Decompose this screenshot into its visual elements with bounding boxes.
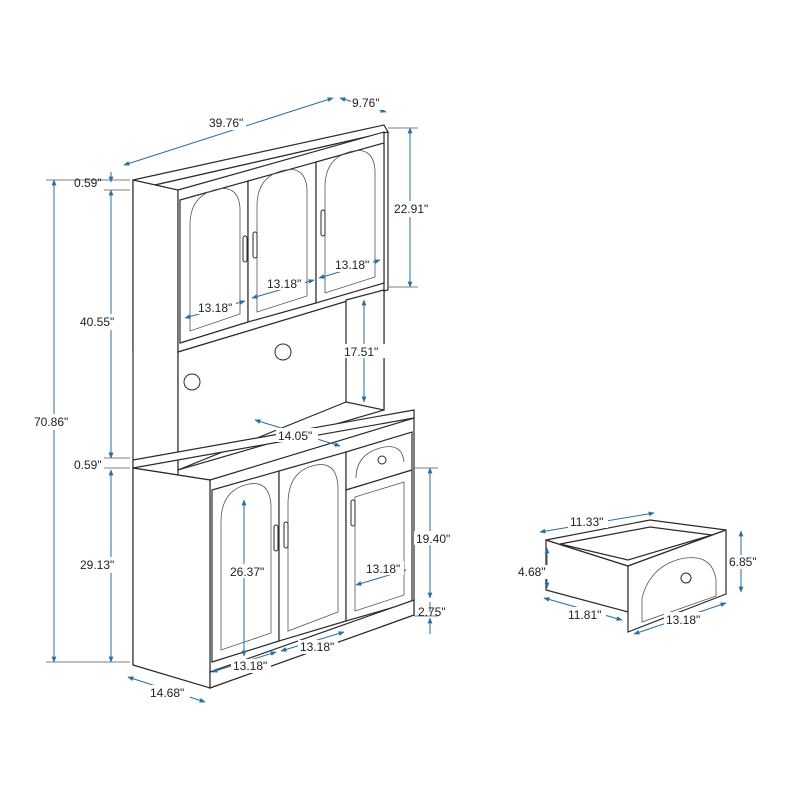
- label-top-thickness: 0.59": [74, 176, 102, 190]
- label-upper-door-3-width: 13.18": [335, 258, 369, 272]
- dimension-labels: 39.76" 9.76" 0.59" 40.55" 70.86" 0.59" 2…: [30, 96, 764, 700]
- upper-door-3[interactable]: [315, 142, 385, 304]
- drawer-knob[interactable]: [377, 455, 387, 465]
- label-right-door-height: 19.40": [416, 532, 450, 546]
- label-lower-height: 29.13": [80, 558, 114, 572]
- upper-door-1[interactable]: [179, 180, 249, 344]
- cable-hole-left: [183, 373, 201, 391]
- label-upper-door-1-width: 13.18": [198, 301, 232, 315]
- label-base-height: 2.75": [418, 605, 446, 619]
- label-drawer-depth: 11.81": [568, 608, 601, 622]
- label-lower-door-1-width: 13.18": [233, 659, 267, 673]
- label-drawer-front-width: 13.18": [666, 613, 700, 627]
- label-open-shelf-height: 17.51": [344, 345, 378, 359]
- drawer-front-arch: [641, 557, 717, 623]
- label-total-height: 70.86": [34, 415, 68, 429]
- cable-hole-right: [274, 343, 292, 361]
- label-drawer-front-height: 6.85": [729, 555, 757, 569]
- label-lower-door-2-width: 13.18": [300, 640, 334, 654]
- upper-door-2[interactable]: [247, 161, 317, 323]
- label-lower-door-height: 26.37": [230, 565, 264, 579]
- label-upper-door-2-width: 13.18": [267, 277, 301, 291]
- lower-door-3[interactable]: [345, 469, 413, 622]
- label-drawer-inner-width: 11.33": [570, 515, 603, 529]
- lower-side-panel: [132, 467, 211, 689]
- lower-handles: [273, 499, 356, 552]
- label-upper-height: 40.55": [80, 315, 114, 329]
- lower-door-2[interactable]: [278, 451, 347, 642]
- label-total-width: 39.76": [209, 116, 243, 130]
- label-right-door-width: 13.18": [366, 562, 400, 576]
- label-open-shelf-width: 14.05": [278, 429, 312, 443]
- label-drawer-side-height: 4.68": [518, 565, 546, 579]
- label-lower-depth: 14.68": [150, 686, 184, 700]
- drawer-detail-knob: [680, 572, 692, 584]
- cabinet: [132, 124, 415, 689]
- upper-handles: [242, 209, 326, 263]
- label-upper-cabinet-height: 22.91": [394, 202, 428, 216]
- label-mid-thickness: 0.59": [74, 458, 102, 472]
- label-depth-top: 9.76": [352, 96, 380, 110]
